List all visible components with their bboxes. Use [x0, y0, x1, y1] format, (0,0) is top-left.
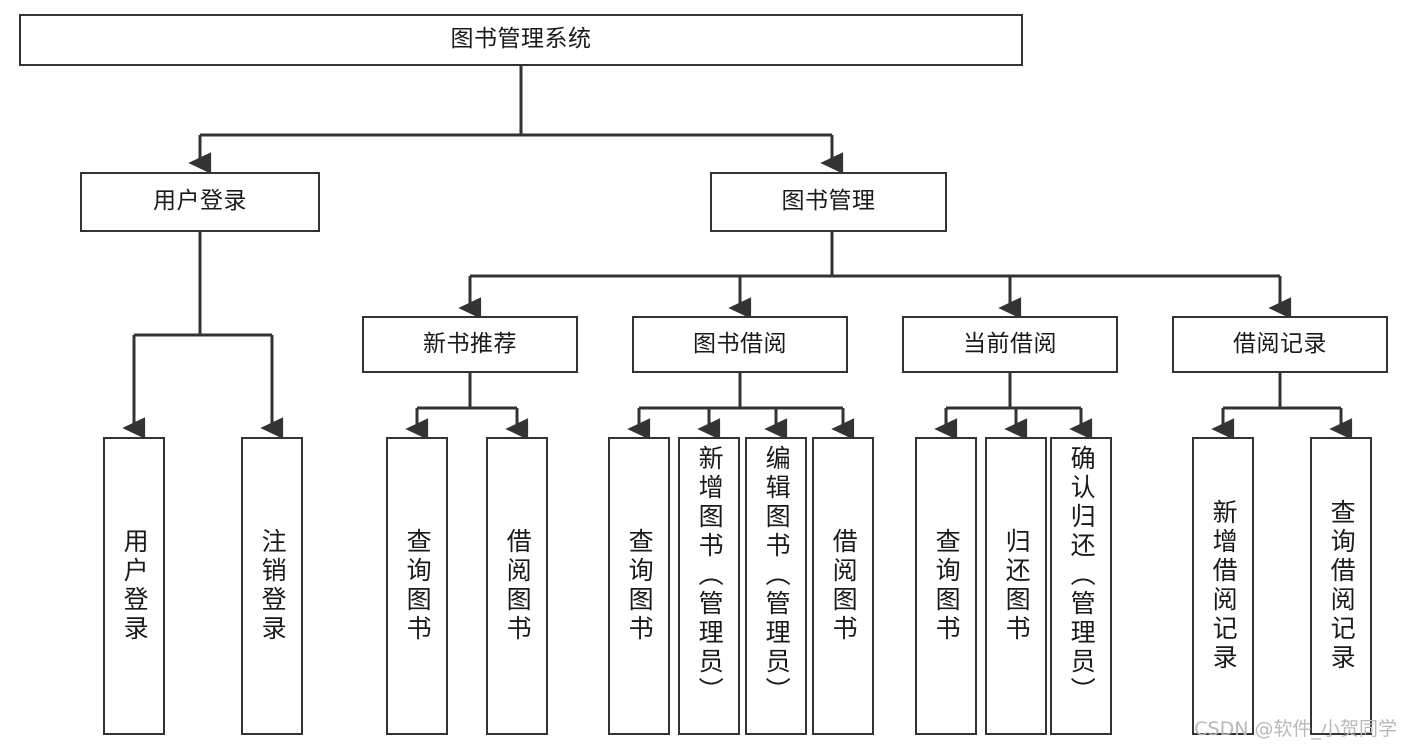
node-leaf-logout-login[interactable]: 注销登录: [241, 437, 303, 735]
node-user-login[interactable]: 用户登录: [80, 172, 320, 232]
node-leaf-user-login[interactable]: 用户登录: [103, 437, 165, 735]
node-leaf-borrow-books-new[interactable]: 借阅图书: [486, 437, 548, 735]
watermark-text: CSDN @软件_小贺同学: [1194, 718, 1397, 740]
node-leaf-user-login-label: 用户登录: [120, 528, 150, 644]
node-borrow-records[interactable]: 借阅记录: [1172, 316, 1388, 373]
node-leaf-query-books-current-label: 查询图书: [932, 528, 962, 644]
node-root[interactable]: 图书管理系统: [19, 14, 1023, 66]
node-leaf-return-books-label: 归还图书: [1002, 528, 1032, 644]
node-current-borrow-label: 当前借阅: [963, 330, 1057, 357]
node-leaf-query-books-borrow-label: 查询图书: [625, 528, 655, 644]
node-leaf-query-books-new[interactable]: 查询图书: [386, 437, 448, 735]
node-leaf-borrow-books-new-label: 借阅图书: [503, 528, 533, 644]
node-user-login-label: 用户登录: [153, 188, 247, 215]
node-leaf-confirm-return-admin[interactable]: 确认归还（管理员）: [1050, 437, 1112, 735]
node-leaf-edit-book-admin-label: 编辑图书（管理员）: [762, 445, 792, 706]
node-book-management-label: 图书管理: [781, 188, 876, 215]
node-borrow-records-label: 借阅记录: [1233, 330, 1327, 357]
node-book-management[interactable]: 图书管理: [710, 172, 947, 232]
node-leaf-add-borrow-record-label: 新增借阅记录: [1209, 499, 1239, 673]
node-leaf-return-books[interactable]: 归还图书: [985, 437, 1047, 735]
node-leaf-query-books-borrow[interactable]: 查询图书: [608, 437, 670, 735]
node-root-label: 图书管理系统: [450, 26, 592, 53]
node-new-book-recommend[interactable]: 新书推荐: [362, 316, 578, 373]
node-leaf-add-book-admin-label: 新增图书（管理员）: [695, 445, 725, 706]
node-book-borrow-label: 图书借阅: [693, 330, 787, 357]
node-leaf-add-book-admin[interactable]: 新增图书（管理员）: [678, 437, 740, 735]
node-leaf-confirm-return-admin-label: 确认归还（管理员）: [1067, 445, 1097, 706]
node-current-borrow[interactable]: 当前借阅: [902, 316, 1118, 373]
node-leaf-query-borrow-record-label: 查询借阅记录: [1327, 499, 1357, 673]
node-leaf-add-borrow-record[interactable]: 新增借阅记录: [1192, 437, 1254, 735]
node-leaf-borrow-books-borrow-label: 借阅图书: [829, 528, 859, 644]
node-leaf-edit-book-admin[interactable]: 编辑图书（管理员）: [745, 437, 807, 735]
node-leaf-query-books-current[interactable]: 查询图书: [915, 437, 977, 735]
node-leaf-logout-login-label: 注销登录: [258, 528, 288, 644]
node-leaf-query-books-new-label: 查询图书: [403, 528, 433, 644]
node-leaf-query-borrow-record[interactable]: 查询借阅记录: [1310, 437, 1372, 735]
node-book-borrow[interactable]: 图书借阅: [632, 316, 848, 373]
node-leaf-borrow-books-borrow[interactable]: 借阅图书: [812, 437, 874, 735]
node-new-book-recommend-label: 新书推荐: [423, 330, 517, 357]
